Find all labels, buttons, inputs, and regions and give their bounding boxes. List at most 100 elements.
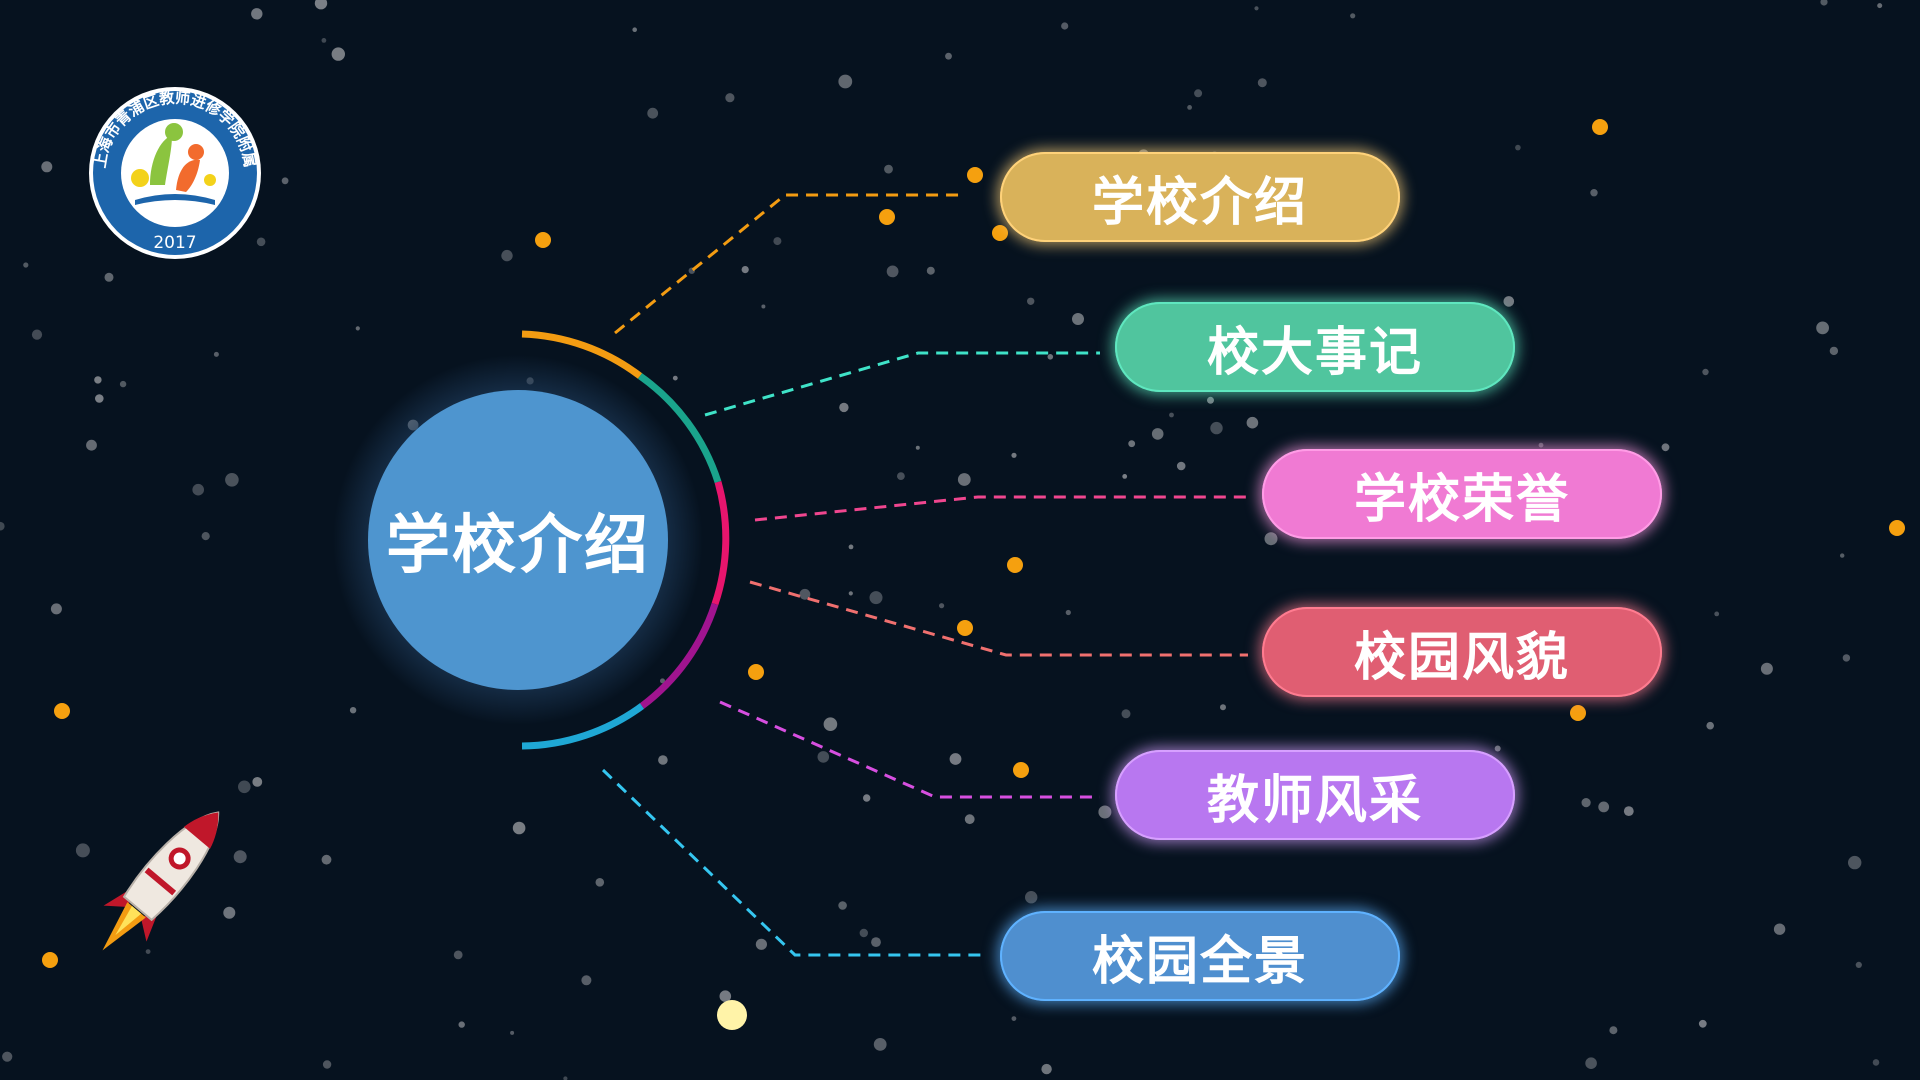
star-dot (1011, 1016, 1017, 1021)
orange-star-dot (54, 703, 70, 719)
star-dot (1128, 440, 1136, 448)
star-dot (1877, 3, 1883, 9)
star-dot (119, 380, 127, 388)
logo-year: 2017 (153, 233, 197, 253)
star-dot (1041, 1063, 1052, 1075)
star-dot (1047, 354, 1054, 360)
star-dot (886, 265, 899, 278)
star-dot (2, 1051, 13, 1062)
menu-item-milestones[interactable]: 校大事记 (1115, 302, 1515, 392)
menu-item-campus-panorama[interactable]: 校园全景 (1000, 911, 1400, 1001)
menu-item-label: 学校荣誉 (1353, 469, 1570, 530)
star-dot (331, 47, 345, 61)
star-dot (192, 483, 204, 496)
star-dot (581, 975, 592, 986)
star-dot (355, 326, 360, 331)
star-dot (1169, 412, 1174, 418)
star-dot (1609, 1026, 1618, 1035)
logo-orange-head (188, 144, 204, 160)
connector-2 (704, 351, 1100, 417)
star-dot (1585, 1057, 1597, 1069)
star-dot (1264, 532, 1278, 546)
hub-arc-cyan (521, 703, 645, 750)
star-dot (672, 375, 678, 381)
star-dot (225, 473, 239, 487)
star-dot (1661, 443, 1670, 452)
star-dot (1207, 396, 1214, 404)
menu-item-label: 学校介绍 (1091, 172, 1308, 233)
star-dot (1494, 745, 1501, 752)
star-dot (725, 93, 735, 103)
star-dot (1598, 801, 1610, 813)
school-logo: 上海市青浦区教师进修学院附属小学 (0, 0, 261, 259)
orange-star-dot (42, 952, 58, 968)
star-dot (1176, 461, 1186, 471)
star-dot (104, 272, 114, 282)
star-dot (512, 821, 526, 835)
star-dot (926, 266, 935, 275)
connectors (601, 193, 1248, 957)
menu-item-label: 教师风采 (1206, 770, 1423, 831)
star-dot (201, 532, 210, 541)
star-dot (658, 755, 668, 765)
orange-star-dot (967, 167, 983, 183)
star-dot (1840, 553, 1845, 558)
star-dot (501, 249, 513, 262)
hub-arc-orange (521, 330, 643, 379)
orange-star-dot (1570, 705, 1586, 721)
menu-item-honors[interactable]: 学校荣誉 (1262, 449, 1662, 539)
orange-star-dot (879, 209, 895, 225)
star-dot (838, 901, 847, 910)
star-dot (1820, 0, 1828, 6)
connector-3 (754, 495, 1248, 522)
menu-item-campus-scenery[interactable]: 校园风貌 (1262, 607, 1662, 697)
star-dot (1027, 297, 1035, 305)
menu-item-teacher-style[interactable]: 教师风采 (1115, 750, 1515, 840)
star-dot (223, 906, 236, 919)
star-dot (458, 1021, 465, 1028)
star-dot (1350, 13, 1356, 19)
star-dot (945, 52, 952, 60)
connector-5 (719, 700, 1100, 799)
star-dot (719, 990, 732, 1002)
star-dot (839, 402, 849, 413)
hub-arc-pink (711, 481, 730, 606)
orange-star-dot (1592, 119, 1608, 135)
star-dot (251, 8, 263, 20)
star-dot (1122, 474, 1128, 479)
star-dot (1848, 855, 1862, 870)
star-dot (1714, 611, 1720, 617)
star-dot (322, 1060, 332, 1069)
star-dot (1515, 144, 1521, 151)
star-dot (1061, 22, 1069, 30)
star-dot (145, 949, 151, 954)
star-dot (213, 351, 219, 357)
menu-item-label: 校大事记 (1206, 322, 1423, 383)
star-dot (453, 950, 463, 960)
star-dot (1829, 346, 1839, 356)
star-dot (823, 717, 838, 731)
star-dot (75, 843, 90, 858)
connector-4 (749, 580, 1248, 657)
star-dot (281, 177, 289, 185)
star-dot (1194, 89, 1203, 98)
star-dot (632, 27, 637, 32)
hub-arc-purple (639, 602, 719, 709)
star-dot (647, 107, 659, 119)
orange-star-dot (1889, 520, 1905, 536)
star-dot (1581, 798, 1591, 808)
star-dot (1220, 704, 1226, 711)
star-dot (741, 266, 749, 274)
menu-item-school-intro[interactable]: 学校介绍 (1000, 152, 1400, 242)
logo-orange-figure (176, 159, 200, 192)
star-dot (773, 237, 782, 246)
star-dot (349, 707, 357, 714)
star-dot (86, 439, 97, 451)
star-dot (848, 591, 853, 596)
star-dot (915, 445, 920, 450)
star-dot (1702, 368, 1709, 376)
star-dot (1623, 806, 1634, 816)
star-dot (859, 928, 868, 938)
star-dot (838, 74, 853, 89)
